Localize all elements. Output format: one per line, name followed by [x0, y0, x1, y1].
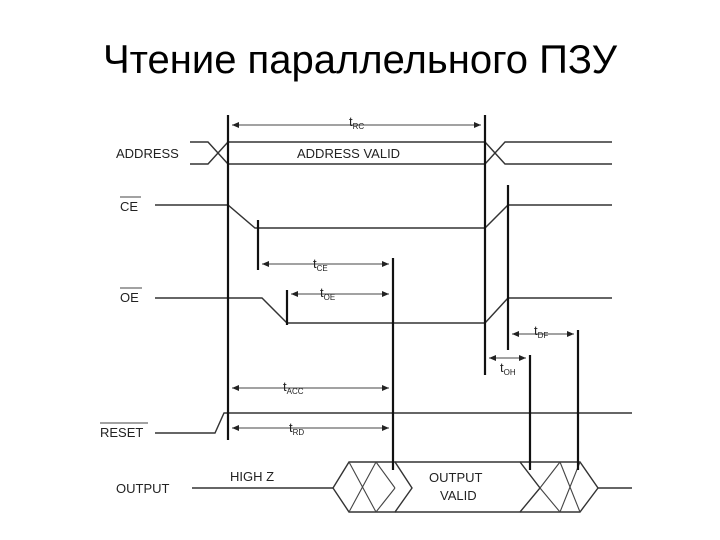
address-label: ADDRESS [116, 146, 179, 161]
address-waveform [190, 141, 612, 165]
ce-waveform [155, 204, 612, 229]
reset-waveform [155, 412, 632, 434]
output-valid-line2: VALID [440, 488, 477, 503]
high-z-label: HIGH Z [230, 469, 274, 484]
output-waveform [192, 461, 632, 513]
tdf-label: tDF [534, 323, 548, 340]
address-valid-label: ADDRESS VALID [297, 146, 400, 161]
tce-label: tCE [313, 256, 328, 273]
trd-label: tRD [289, 420, 304, 437]
tacc-label: tACC [283, 379, 304, 396]
reset-label: RESET [100, 425, 143, 440]
toh-label: tOH [500, 360, 516, 377]
output-label: OUTPUT [116, 481, 170, 496]
toe-label: tOE [320, 285, 335, 302]
oe-waveform [155, 297, 612, 324]
ce-label: CE [120, 199, 138, 214]
output-valid-line1: OUTPUT [429, 470, 483, 485]
oe-label: OE [120, 290, 139, 305]
trc-label: tRC [349, 114, 364, 131]
slide-title: Чтение параллельного ПЗУ [102, 38, 618, 82]
